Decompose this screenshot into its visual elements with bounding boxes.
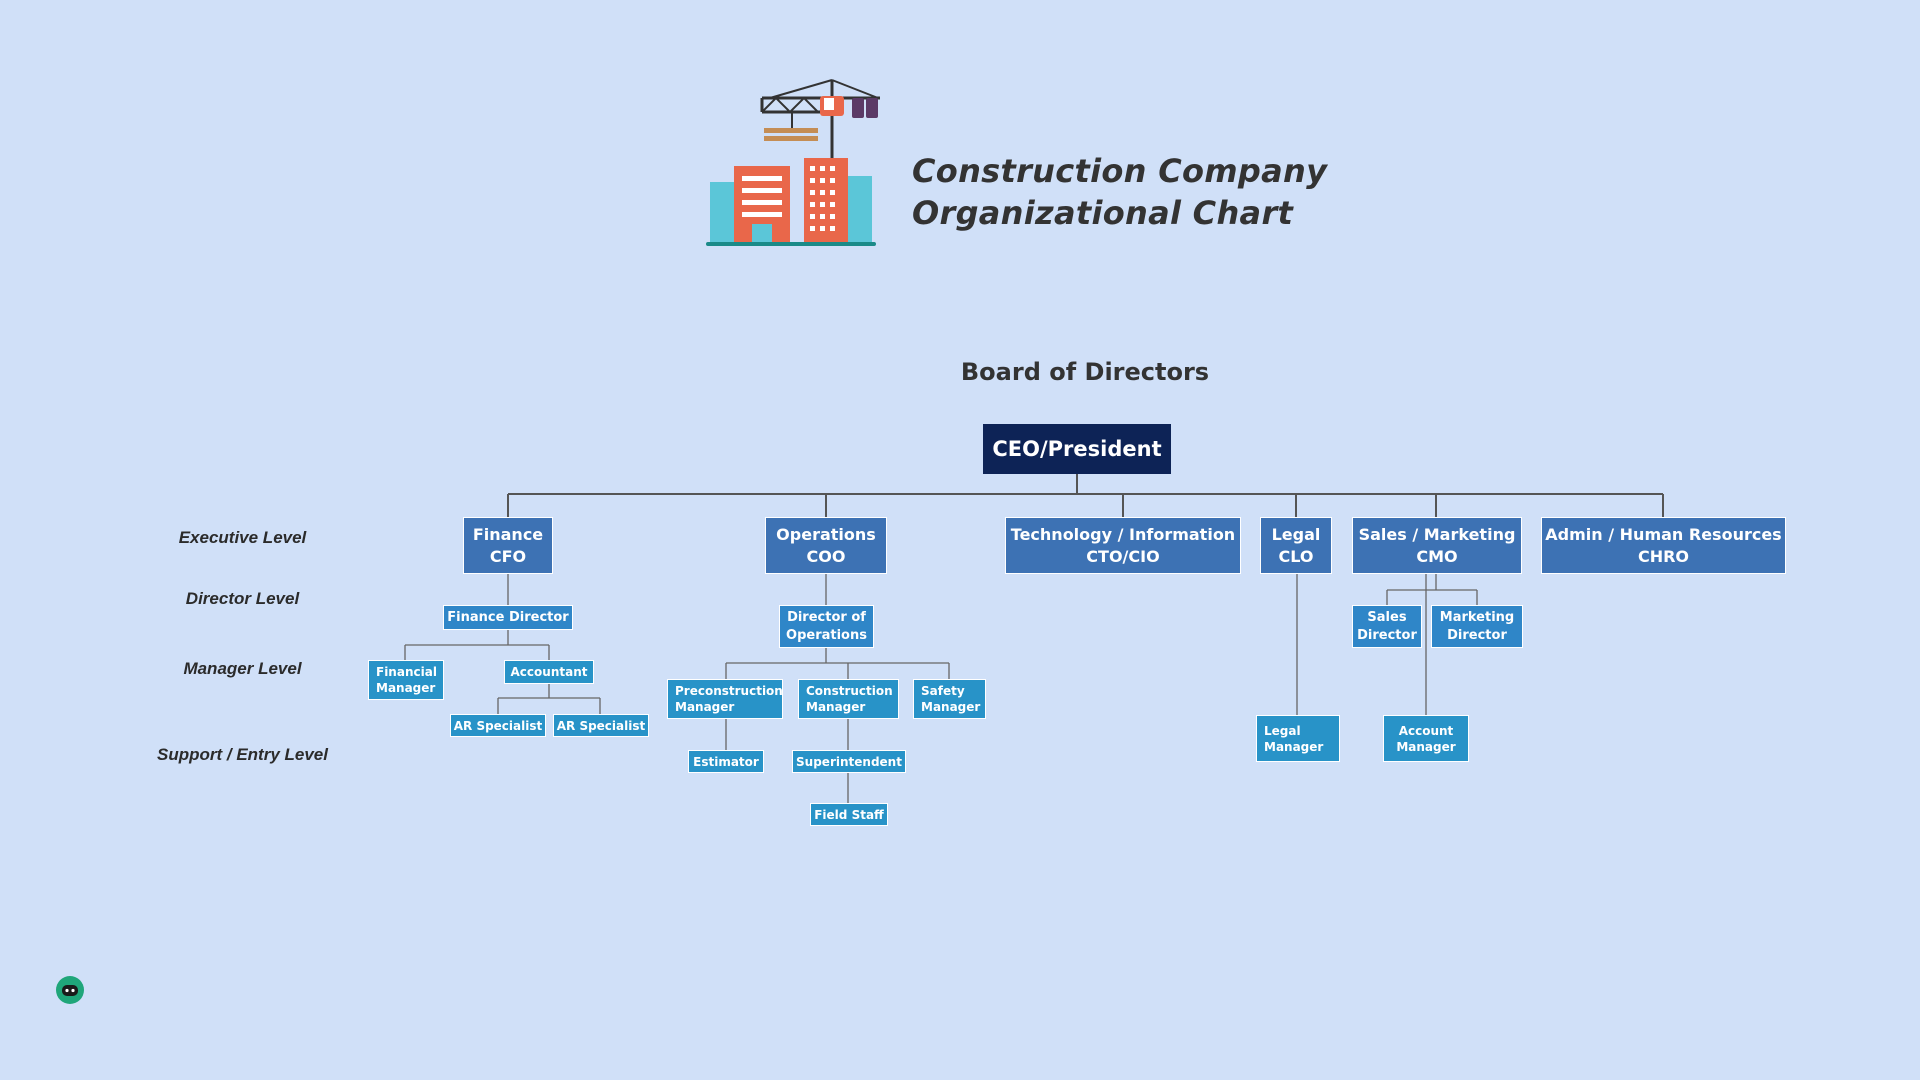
- finance-cfo-box: Finance CFO: [463, 517, 553, 574]
- field-staff-box: Field Staff: [810, 803, 888, 826]
- sales-director-box: Sales Director: [1352, 605, 1422, 648]
- board-of-directors: Board of Directors: [960, 358, 1210, 386]
- construction-manager-box: Construction Manager: [798, 679, 899, 719]
- marketing-director-box: Marketing Director: [1431, 605, 1523, 648]
- chart-title-line2: Organizational Chart: [912, 194, 1294, 232]
- legal-manager-box: Legal Manager: [1256, 715, 1340, 762]
- level-label-executive: Executive Level: [178, 528, 307, 547]
- operations-coo-box: Operations COO: [765, 517, 887, 574]
- financial-manager-box: Financial Manager: [368, 660, 444, 700]
- level-label-director: Director Level: [185, 589, 300, 608]
- level-label-support: Support / Entry Level: [157, 745, 328, 764]
- estimator-box: Estimator: [688, 750, 764, 773]
- director-of-operations-box: Director of Operations: [779, 605, 874, 648]
- accountant-box: Accountant: [504, 660, 594, 684]
- account-manager-box: Account Manager: [1383, 715, 1469, 762]
- ar-specialist-box-2: AR Specialist: [553, 714, 649, 737]
- ar-specialist-box-1: AR Specialist: [450, 714, 546, 737]
- technology-cto-box: Technology / Information CTO/CIO: [1005, 517, 1241, 574]
- ceo-box: CEO/President: [983, 424, 1171, 474]
- chart-title-line1: Construction Company: [912, 152, 1328, 190]
- level-label-manager: Manager Level: [183, 659, 302, 678]
- chart-title: Construction Company Organizational Char…: [912, 150, 1327, 234]
- admin-hr-chro-box: Admin / Human Resources CHRO: [1541, 517, 1786, 574]
- bot-icon: [62, 985, 78, 996]
- finance-director-box: Finance Director: [443, 605, 573, 630]
- preconstruction-manager-box: Preconstruction Manager: [667, 679, 783, 719]
- construction-logo-icon: [706, 79, 880, 246]
- legal-clo-box: Legal CLO: [1260, 517, 1332, 574]
- assistant-bot-button[interactable]: [56, 976, 84, 1004]
- superintendent-box: Superintendent: [792, 750, 906, 773]
- sales-marketing-cmo-box: Sales / Marketing CMO: [1352, 517, 1522, 574]
- safety-manager-box: Safety Manager: [913, 679, 986, 719]
